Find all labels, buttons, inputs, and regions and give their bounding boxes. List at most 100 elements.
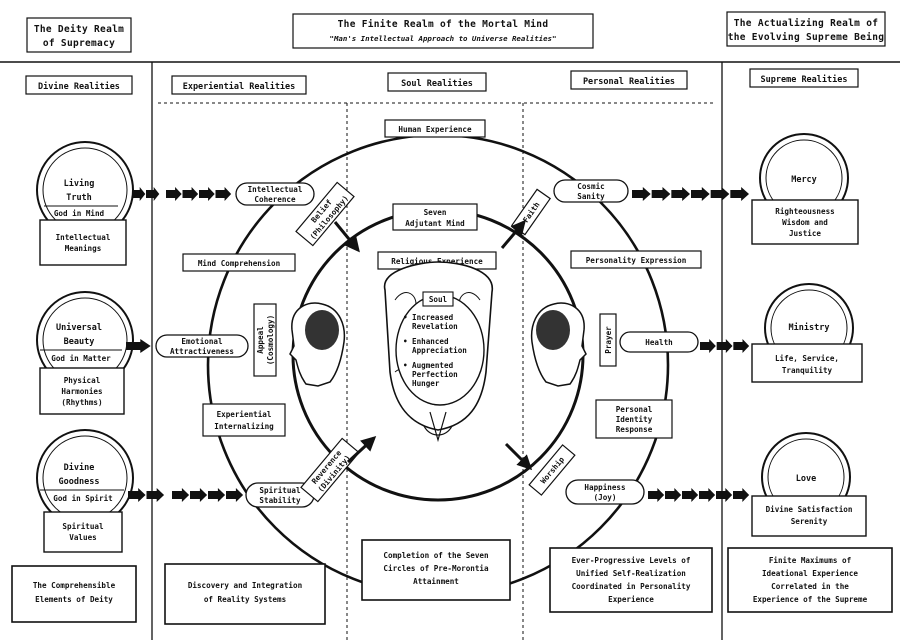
svg-text:Finite Maximums of: Finite Maximums of xyxy=(769,556,852,565)
svg-text:Unified Self-Realization: Unified Self-Realization xyxy=(576,569,686,578)
svg-text:Intellectual: Intellectual xyxy=(56,233,111,242)
svg-text:Identity: Identity xyxy=(616,415,653,424)
human-experience-label: Human Experience xyxy=(384,119,486,138)
svg-text:Stability: Stability xyxy=(259,496,301,505)
svg-text:Personality Expression: Personality Expression xyxy=(586,256,687,265)
svg-text:Cosmic: Cosmic xyxy=(577,182,604,191)
svg-text:Elements of Deity: Elements of Deity xyxy=(35,595,113,604)
svg-text:Ever-Progressive Levels of: Ever-Progressive Levels of xyxy=(572,556,691,565)
bottom-box-completion: Completion of the Seven Circles of Pre-M… xyxy=(361,539,511,601)
svg-text:Physical: Physical xyxy=(64,376,101,385)
svg-text:Response: Response xyxy=(616,425,653,434)
divine-goodness: Divine Goodness God in Spirit Spiritual … xyxy=(36,429,134,553)
svg-text:Soul Realities: Soul Realities xyxy=(401,78,473,89)
svg-text:(Joy): (Joy) xyxy=(594,493,617,502)
svg-text:Perfection: Perfection xyxy=(412,370,458,379)
flow-arrow-rows xyxy=(126,187,750,502)
flow-chevron xyxy=(733,339,750,353)
svg-text:Love: Love xyxy=(796,474,816,484)
svg-text:Experience of the Supreme: Experience of the Supreme xyxy=(753,595,868,604)
svg-text:Discovery and Integration: Discovery and Integration xyxy=(188,581,302,590)
flow-chevron xyxy=(665,488,682,502)
divine-universal-beauty: Universal Beauty God in Matter Physical … xyxy=(36,291,134,415)
column-header-divine: Divine Realities xyxy=(25,75,133,95)
flow-chevron xyxy=(716,488,733,502)
svg-text:Righteousness: Righteousness xyxy=(775,207,834,216)
svg-text:Tranquility: Tranquility xyxy=(782,366,833,375)
svg-text:Ideational Experience: Ideational Experience xyxy=(762,569,858,578)
svg-text:Experiential: Experiential xyxy=(217,410,272,419)
bottom-box-finite-maximums: Finite Maximums of Ideational Experience… xyxy=(727,547,893,613)
svg-text:Experiential Realities: Experiential Realities xyxy=(183,81,296,92)
left-head-profile-illustration xyxy=(289,302,346,387)
svg-text:Mind Comprehension: Mind Comprehension xyxy=(198,259,280,268)
seven-adjutant-label: Seven Adjutant Mind xyxy=(392,203,478,231)
svg-text:Values: Values xyxy=(69,533,96,542)
actualizing-line2: the Evolving Supreme Being xyxy=(728,32,885,43)
finite-realm-header: The Finite Realm of the Mortal Mind "Man… xyxy=(292,13,594,49)
svg-text:Seven: Seven xyxy=(424,208,447,217)
svg-text:Meanings: Meanings xyxy=(65,244,102,253)
worship-arrow xyxy=(504,442,533,471)
flow-chevron xyxy=(172,488,190,502)
flow-chevron xyxy=(691,187,710,201)
svg-text:Adjutant Mind: Adjutant Mind xyxy=(405,219,465,228)
svg-text:Completion of the Seven: Completion of the Seven xyxy=(383,551,488,560)
deity-realm-line1: The Deity Realm xyxy=(34,24,124,35)
svg-text:Personal Realities: Personal Realities xyxy=(583,76,675,87)
flow-chevron xyxy=(648,488,665,502)
flow-chevron xyxy=(128,488,146,502)
svg-text:Spiritual: Spiritual xyxy=(259,486,301,495)
finite-realm-title: The Finite Realm of the Mortal Mind xyxy=(338,19,549,30)
deity-realm-header: The Deity Realm of Supremacy xyxy=(26,17,132,53)
svg-text:Divine Satisfaction: Divine Satisfaction xyxy=(766,505,853,514)
svg-text:Internalizing: Internalizing xyxy=(214,422,274,431)
svg-text:Sanity: Sanity xyxy=(577,192,605,201)
flow-chevron xyxy=(700,339,716,353)
svg-text:Appeal: Appeal xyxy=(256,326,265,354)
column-header-supreme: Supreme Realities xyxy=(749,68,859,88)
svg-text:(Rhythms): (Rhythms) xyxy=(61,398,102,407)
svg-text:Living: Living xyxy=(64,178,95,189)
supreme-love: Love Divine Satisfaction Serenity xyxy=(751,432,867,537)
svg-text:•: • xyxy=(403,313,408,322)
svg-text:Coordinated in Personality: Coordinated in Personality xyxy=(572,582,691,591)
flow-chevron xyxy=(671,187,691,201)
flow-chevron xyxy=(716,339,733,353)
divine-living-truth: Living Truth God in Mind Intellectual Me… xyxy=(36,141,134,266)
bottom-box-deity: The Comprehensible Elements of Deity xyxy=(11,565,137,623)
experiential-internalizing-label: Experiential Internalizing xyxy=(202,403,286,437)
svg-text:Life, Service,: Life, Service, xyxy=(775,354,839,363)
svg-text:of Reality Systems: of Reality Systems xyxy=(204,595,286,604)
health-node: Health xyxy=(619,331,699,353)
svg-text:Divine Realities: Divine Realities xyxy=(38,81,120,92)
svg-text:Soul: Soul xyxy=(429,295,448,304)
svg-text:Hunger: Hunger xyxy=(412,379,440,388)
svg-text:•: • xyxy=(403,337,408,346)
svg-text:Health: Health xyxy=(645,338,672,347)
emotional-attractiveness-node: Emotional Attractiveness xyxy=(155,334,249,358)
svg-text:Truth: Truth xyxy=(66,193,92,203)
finite-realm-subtitle: "Man's Intellectual Approach to Universe… xyxy=(330,34,557,43)
happiness-node: Happiness (Joy) xyxy=(565,479,645,505)
svg-text:Enhanced: Enhanced xyxy=(412,337,449,346)
flow-chevron xyxy=(199,187,215,201)
svg-text:Beauty: Beauty xyxy=(64,337,95,347)
flow-chevron xyxy=(710,187,730,201)
supreme-ministry: Ministry Life, Service, Tranquility xyxy=(751,283,863,383)
flow-chevron xyxy=(190,488,208,502)
svg-text:Divine: Divine xyxy=(64,462,95,473)
svg-text:Attainment: Attainment xyxy=(413,577,459,586)
svg-text:Appreciation: Appreciation xyxy=(412,346,467,355)
belief-arrow xyxy=(333,221,360,253)
bottom-box-ever-progressive: Ever-Progressive Levels of Unified Self-… xyxy=(549,547,713,613)
svg-text:Goodness: Goodness xyxy=(59,477,100,487)
column-header-experiential: Experiential Realities xyxy=(171,75,307,95)
supreme-mercy: Mercy Righteousness Wisdom and Justice xyxy=(751,133,859,245)
flow-chevron xyxy=(733,488,750,502)
cosmic-sanity-node: Cosmic Sanity xyxy=(553,179,629,203)
right-head-profile-illustration xyxy=(530,302,587,387)
svg-text:Ministry: Ministry xyxy=(789,322,830,333)
svg-text:Circles of Pre-Morontia: Circles of Pre-Morontia xyxy=(383,564,489,573)
flow-chevron xyxy=(226,488,244,502)
